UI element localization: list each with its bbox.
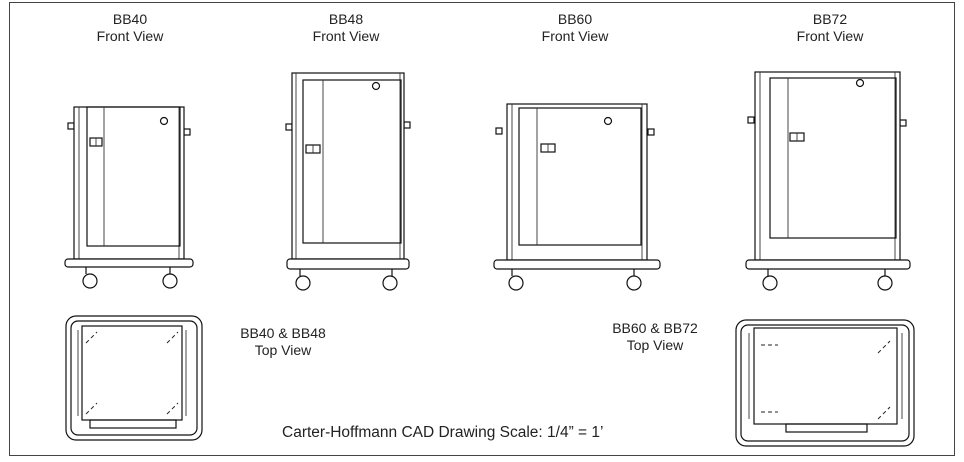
bb72-cabinet: [754, 71, 901, 261]
model-name: BB72: [812, 11, 848, 27]
bb48-left-caster: [295, 275, 311, 291]
label-bb48-front: BB48 Front View: [306, 11, 386, 45]
model-name: BB60: [557, 11, 593, 27]
bb72-door: [769, 77, 897, 239]
top-view-outer-shell: [735, 319, 915, 447]
bb72-left-bumper: [747, 116, 755, 124]
bb60-right-caster: [626, 275, 642, 291]
bb72-right-caster: [877, 275, 893, 291]
label-bb60-front: BB60 Front View: [535, 11, 615, 45]
bb40-left-caster: [82, 273, 98, 289]
label-bb60-bb72-top: BB60 & BB72 Top View: [600, 320, 710, 354]
scale-note: Carter-Hoffmann CAD Drawing Scale: 1/4” …: [282, 424, 604, 441]
view-name: Front View: [541, 28, 609, 44]
label-bb40-front: BB40 Front View: [90, 11, 170, 45]
bb48-right-bumper: [403, 121, 411, 129]
bb40-right-caster: [162, 273, 178, 289]
top-view-outer-shell: [65, 315, 203, 441]
bb48-left-bumper: [285, 123, 293, 131]
view-name: Front View: [312, 28, 380, 44]
model-name: BB48: [328, 11, 364, 27]
bb40-bb48-top-view: [65, 315, 203, 441]
bb60-door: [518, 107, 642, 246]
bb48-base: [286, 258, 410, 270]
view-name: Front View: [96, 28, 164, 44]
bb72-front-view: [745, 71, 911, 291]
bb72-right-bumper: [899, 119, 907, 127]
bb60-vent: [603, 116, 613, 126]
view-name: Top View: [254, 342, 312, 358]
top-view-inner-body: [753, 327, 898, 425]
label-bb72-front: BB72 Front View: [790, 11, 870, 45]
view-name: Front View: [796, 28, 864, 44]
label-bb40-bb48-top: BB40 & BB48 Top View: [228, 325, 338, 359]
bb72-vent: [855, 78, 865, 88]
bb60-left-caster: [508, 275, 524, 291]
bb48-door: [302, 79, 402, 244]
view-name: Top View: [626, 337, 684, 353]
bb72-left-caster: [762, 275, 778, 291]
model-name: BB40: [112, 11, 148, 27]
top-view-handle: [89, 419, 177, 429]
bb60-cabinet: [506, 103, 648, 261]
bb72-base: [745, 259, 911, 270]
bb60-base: [493, 259, 661, 270]
bb40-left-bumper: [67, 122, 75, 130]
bb48-front-view: [285, 72, 411, 291]
bb40-cabinet: [73, 106, 185, 260]
model-names: BB40 & BB48: [240, 325, 326, 341]
bb40-right-bumper: [183, 128, 191, 136]
bb60-right-bumper: [647, 128, 655, 136]
top-view-handle: [785, 423, 868, 433]
bb40-door: [86, 106, 181, 247]
top-view-inner-body: [81, 325, 183, 421]
bb40-front-view: [64, 106, 194, 289]
bb48-vent: [371, 81, 381, 91]
bb60-bb72-top-view: [735, 319, 915, 447]
bb48-cabinet: [291, 72, 405, 260]
bb60-front-view: [493, 103, 661, 291]
bb40-vent: [159, 116, 169, 126]
bb40-base: [64, 258, 194, 268]
bb48-right-caster: [382, 275, 398, 291]
model-names: BB60 & BB72: [612, 320, 698, 336]
bb60-left-bumper: [495, 127, 503, 135]
